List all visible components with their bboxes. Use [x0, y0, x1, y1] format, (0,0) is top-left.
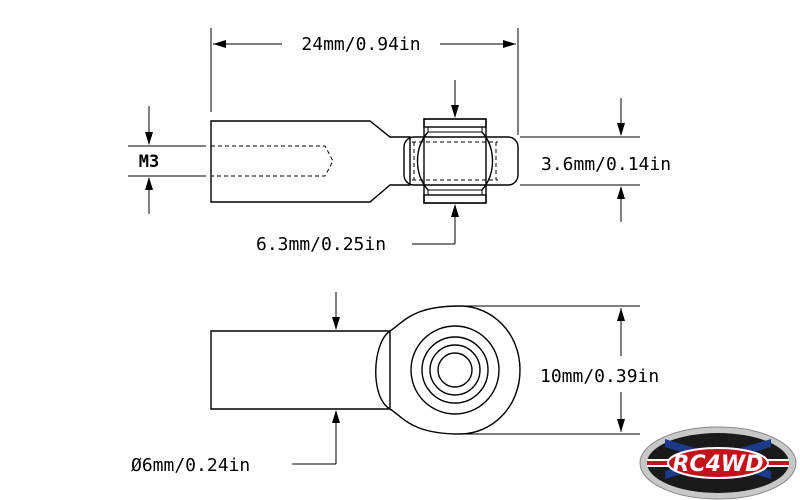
- diameter-arrow-down-icon: [332, 317, 340, 330]
- m3-arrow-up-icon: [145, 177, 153, 190]
- side-view: 10mm/0.39in Ø6mm/0.24in: [131, 292, 659, 476]
- thread-label: M3: [139, 152, 159, 172]
- side-shank-outline: [210, 330, 391, 410]
- ball-flange-top: [427, 126, 483, 133]
- ball-length-arrow-up-icon: [451, 204, 459, 217]
- arrow-right-icon: [503, 40, 516, 48]
- ball-cap-top: [423, 118, 487, 128]
- ball-outer-ring: [410, 325, 500, 415]
- ball-curve-left: [416, 131, 429, 191]
- logo-plate: [667, 447, 769, 479]
- ball-inner-ring: [429, 344, 481, 396]
- diameter-label: Ø6mm/0.24in: [131, 455, 250, 476]
- eye-housing-outline: [389, 305, 521, 435]
- ball-width-arrow-down-icon: [617, 123, 625, 136]
- shank-outline: [210, 120, 411, 203]
- m3-arrow-down-icon: [145, 132, 153, 145]
- bore-hole: [437, 352, 473, 388]
- housing-outline: [403, 136, 519, 186]
- ball-length-label: 6.3mm/0.25in: [256, 234, 386, 255]
- thread-bore-hidden: [211, 145, 334, 177]
- side-neck-curve: [375, 330, 391, 410]
- ball-cap-bottom: [423, 194, 487, 204]
- arrow-left-icon: [213, 40, 226, 48]
- ball-flange-bottom: [427, 189, 483, 196]
- top-view: 24mm/0.94in M3 3.6mm/0.14in: [128, 28, 671, 255]
- height-arrow-down-icon: [617, 419, 625, 432]
- ball-width-label: 3.6mm/0.14in: [541, 154, 671, 175]
- height-arrow-up-icon: [617, 308, 625, 321]
- logo-text: RC4WD: [673, 452, 764, 477]
- ball-curve-right: [481, 131, 494, 191]
- ball-length-arrow-down-icon: [451, 105, 459, 118]
- diameter-arrow-up-icon: [332, 410, 340, 423]
- ball-width-arrow-up-icon: [617, 186, 625, 199]
- length-label: 24mm/0.94in: [301, 34, 420, 55]
- height-label: 10mm/0.39in: [540, 366, 659, 387]
- rc4wd-logo: RC4WD: [639, 426, 797, 500]
- ball-middle-ring: [421, 336, 489, 404]
